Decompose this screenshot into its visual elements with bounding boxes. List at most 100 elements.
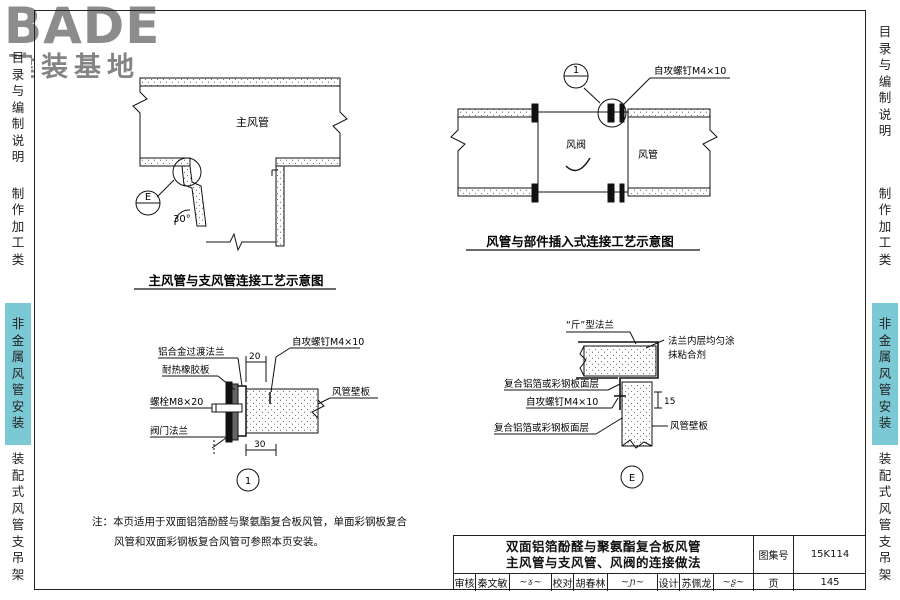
reviewer-name: 秦文敏 — [476, 574, 510, 591]
logo-brand: BADE — [4, 0, 161, 55]
branch-duct-right-wall — [275, 165, 285, 247]
de-flange-outline — [578, 341, 659, 410]
title-line-1: 双面铝箔酚醛与聚氨酯复合板风管 — [505, 538, 701, 554]
diagram2-caption: 风管与部件插入式连接工艺示意图 — [486, 234, 674, 249]
main-branch-duct-diagram — [132, 77, 348, 290]
leader-e — [156, 179, 175, 198]
damper-body — [537, 111, 629, 193]
detail-1-circle — [597, 98, 627, 128]
detail-1-drawing — [150, 347, 378, 492]
damper-label: 风阀 — [566, 138, 586, 151]
d1-rubber-label: 耐热橡胶板 — [162, 364, 210, 376]
break-line-left — [132, 78, 148, 166]
title-line-2: 主风管与支风管、风阀的连接做法 — [505, 554, 701, 570]
insert-connection-diagram — [450, 63, 730, 251]
tab-label: 装配式风管支吊架 — [878, 451, 892, 582]
de-marker-circle — [620, 465, 644, 489]
design-label: 设计 — [658, 574, 680, 591]
right-duct-bottom-wall — [627, 187, 711, 197]
de-marker: E — [629, 473, 635, 484]
detail-e-circle — [172, 157, 202, 187]
de-top-panel — [583, 345, 657, 377]
branch-break-line — [206, 232, 276, 252]
right-duct-top-wall — [627, 108, 711, 118]
review-label: 审核 — [454, 574, 476, 591]
note-line-2: 风管和双面彩钢板复合风管可参照本页安装。 — [114, 536, 324, 548]
leader-1 — [583, 87, 601, 104]
check-label: 校对 — [552, 574, 574, 591]
break-left — [450, 109, 466, 196]
d1-valve-flange-label: 阀门法兰 — [150, 425, 188, 437]
de-wall-label: 风管壁板 — [670, 420, 709, 432]
de-inner-label-1: 法兰内层均匀涂 — [668, 335, 735, 347]
d2-screw-label: 自攻螺钉M4×10 — [654, 65, 726, 77]
d1-dim-top: 20 — [249, 352, 261, 362]
d1-marker: 1 — [245, 476, 251, 487]
tab-label: 非金属风管安装 — [11, 316, 25, 431]
corner-angle — [271, 169, 278, 176]
tab-label: 制作加工类 — [878, 185, 892, 267]
right-tab-fabrication[interactable]: 制作加工类 — [872, 182, 898, 272]
main-duct-top-wall — [139, 77, 341, 87]
designer-signature: ~ʂ~ — [714, 574, 754, 591]
main-duct-bottom-right-wall — [275, 157, 341, 167]
callout-e-letter: E — [145, 192, 151, 203]
left-duct-top-wall — [457, 108, 539, 118]
de-break-left — [579, 345, 587, 377]
right-tab-hangers[interactable]: 装配式风管支吊架 — [872, 448, 898, 586]
d1-break — [311, 389, 325, 433]
d1-wall-label: 风管壁板 — [332, 386, 371, 398]
de-flange-type-label: “斤”型法兰 — [566, 319, 614, 331]
left-tab-hangers[interactable]: 装配式风管支吊架 — [5, 448, 31, 586]
title-block: 双面铝箔酚醛与聚氨酯复合板风管 主风管与支风管、风阀的连接做法 图集号 15K1… — [453, 535, 866, 591]
main-duct-label: 主风管 — [236, 115, 269, 129]
designer-name: 苏佩龙 — [680, 574, 714, 591]
tab-label: 目录与编制说明 — [11, 50, 25, 165]
reviewer-signature: ~ɤ~ — [510, 574, 552, 591]
d1-duct-wall-panel — [245, 388, 319, 434]
tab-label: 装配式风管支吊架 — [11, 451, 25, 582]
de-wall-panel — [621, 381, 653, 447]
d2-duct-label: 风管 — [638, 148, 658, 161]
callout-1-number: 1 — [573, 65, 579, 76]
tab-label: 目录与编制说明 — [878, 24, 892, 139]
diagram1-caption: 主风管与支风管连接工艺示意图 — [148, 273, 323, 288]
d1-marker-circle — [236, 468, 260, 492]
right-tab-contents[interactable]: 目录与编制说明 — [872, 18, 898, 146]
checker-name: 胡春林 — [574, 574, 608, 591]
angle-arc — [174, 209, 191, 226]
detail-e-drawing — [494, 331, 668, 489]
drawing-frame — [34, 10, 866, 590]
d1-flange-label: 铝合金过渡法兰 — [158, 346, 225, 358]
left-tab-nonmetal-duct[interactable]: 非金属风管安装 — [5, 303, 31, 445]
de-dim: 15 — [664, 397, 675, 407]
tab-label: 制作加工类 — [11, 185, 25, 267]
left-tab-fabrication[interactable]: 制作加工类 — [5, 182, 31, 272]
atlas-label: 图集号 — [754, 536, 794, 574]
d1-screw-label: 自攻螺钉M4×10 — [292, 336, 364, 348]
left-tab-contents[interactable]: 目录与编制说明 — [5, 50, 31, 164]
atlas-number: 15K114 — [794, 536, 866, 574]
damper-blade — [565, 157, 591, 172]
checker-signature: ~ɲ~ — [608, 574, 658, 591]
note-line-1: 注：本页适用于双面铝箔酚醛与聚氨酯复合板风管，单面彩钢板复合 — [92, 516, 407, 528]
de-composite-label-2: 复合铝箔或彩钢板面层 — [494, 422, 589, 434]
screw-leader — [621, 77, 651, 107]
title-block-title: 双面铝箔酚醛与聚氨酯复合板风管 主风管与支风管、风阀的连接做法 — [454, 536, 754, 574]
break-line-right — [332, 78, 348, 166]
de-inner-label-2: 抹粘合剂 — [668, 349, 706, 361]
flange-right-bottom — [607, 183, 615, 203]
flange-right-top — [607, 103, 615, 123]
tab-label: 非金属风管安装 — [878, 316, 892, 431]
page-label: 页 — [754, 574, 794, 591]
d1-bolt-label: 螺栓M8×20 — [150, 396, 203, 408]
flange-left-bottom — [531, 183, 539, 203]
de-screw-label: 自攻螺钉M4×10 — [526, 396, 598, 408]
right-tab-nonmetal-duct[interactable]: 非金属风管安装 — [872, 303, 898, 445]
page-number: 145 — [820, 577, 840, 588]
bade-logo: BADE 建装基地 — [0, 0, 178, 86]
de-composite-label-1: 复合铝箔或彩钢板面层 — [504, 378, 599, 390]
drawing-note: 注：本页适用于双面铝箔酚醛与聚氨酯复合板风管，单面彩钢板复合 风管和双面彩钢板复… — [92, 512, 452, 552]
left-duct-bottom-wall — [457, 187, 539, 197]
